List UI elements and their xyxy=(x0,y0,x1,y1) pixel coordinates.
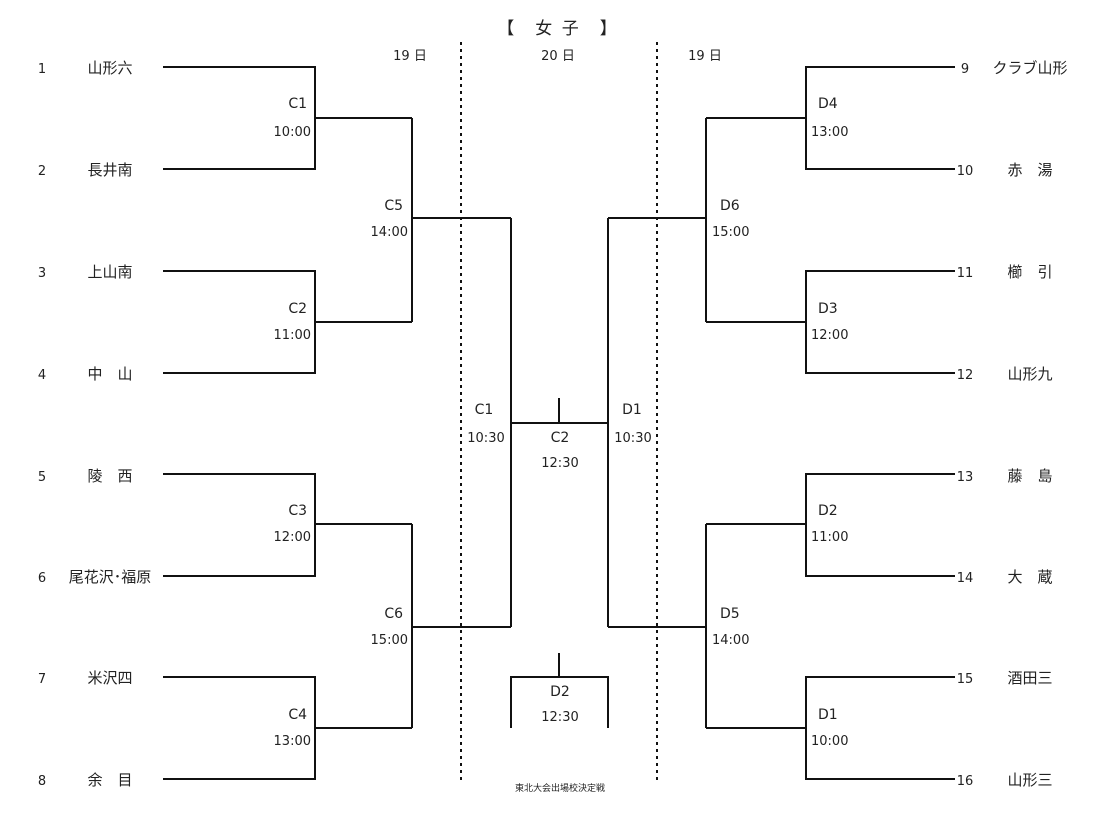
match-code: C1 xyxy=(288,96,307,112)
team-name: クラブ山形 xyxy=(992,59,1067,77)
match-code: D2 xyxy=(550,684,570,700)
bracket-line xyxy=(805,676,955,780)
team-number: 13 xyxy=(957,470,974,485)
team-number: 16 xyxy=(957,774,974,789)
team-name: 大 蔵 xyxy=(1007,568,1052,586)
team-name: 米沢四 xyxy=(87,669,132,687)
match-code: C5 xyxy=(384,198,403,214)
bracket-line xyxy=(163,270,316,374)
match-code: D1 xyxy=(622,402,642,418)
team-number: 4 xyxy=(38,368,46,383)
match-time: 10:00 xyxy=(274,125,311,140)
match-code: D6 xyxy=(720,198,740,214)
match-time: 15:00 xyxy=(371,633,408,648)
match-code: D2 xyxy=(818,503,838,519)
match-time: 11:00 xyxy=(811,530,848,545)
match-code: D5 xyxy=(720,606,740,622)
match-time: 12:00 xyxy=(811,328,848,343)
team-name: 上山南 xyxy=(87,263,132,281)
left-match-labels: C1 10:00 C2 11:00 C3 12:00 C4 13:00 C5 1… xyxy=(274,96,408,749)
bracket-line xyxy=(805,270,955,374)
final-lines xyxy=(510,398,609,728)
team-number: 6 xyxy=(38,571,46,586)
right-bracket-lines xyxy=(607,66,955,780)
team-name: 尾花沢･福原 xyxy=(69,568,152,586)
match-time: 15:00 xyxy=(712,225,749,240)
match-time: 12:00 xyxy=(274,530,311,545)
match-code: C4 xyxy=(288,707,307,723)
day-label-center: 20 日 xyxy=(541,49,575,64)
team-name: 山形六 xyxy=(87,59,132,77)
team-number: 3 xyxy=(38,266,46,281)
team-name: 山形三 xyxy=(1007,771,1052,789)
team-name: 櫛 引 xyxy=(1007,263,1052,281)
bracket-line xyxy=(163,473,316,577)
team-name: 中 山 xyxy=(87,365,132,383)
match-time: 10:30 xyxy=(467,431,504,446)
match-code: D1 xyxy=(818,707,838,723)
team-number: 14 xyxy=(957,571,974,586)
match-code: D4 xyxy=(818,96,838,112)
team-name: 藤 島 xyxy=(1007,467,1052,485)
right-teams: 9 クラブ山形 10 赤 湯 11 櫛 引 12 山形九 13 藤 島 14 大… xyxy=(957,59,1068,789)
team-number: 2 xyxy=(38,164,46,179)
match-code: C2 xyxy=(551,430,570,446)
match-code: C3 xyxy=(288,503,307,519)
match-time: 14:00 xyxy=(712,633,749,648)
match-time: 11:00 xyxy=(274,328,311,343)
match-code: D3 xyxy=(818,301,838,317)
bracket-line xyxy=(163,676,316,780)
left-teams: 1 山形六 2 長井南 3 上山南 4 中 山 5 陵 西 6 尾花沢･福原 7… xyxy=(38,59,151,789)
bracket-line xyxy=(163,66,316,170)
team-number: 15 xyxy=(957,672,974,687)
center-match-labels: C1 10:30 D1 10:30 C2 12:30 D2 12:30 xyxy=(467,402,651,725)
team-number: 10 xyxy=(957,164,974,179)
match-time: 14:00 xyxy=(371,225,408,240)
team-name: 山形九 xyxy=(1007,365,1052,383)
team-name: 酒田三 xyxy=(1007,669,1052,687)
match-time: 12:30 xyxy=(541,456,578,471)
match-time: 13:00 xyxy=(811,125,848,140)
team-name: 長井南 xyxy=(87,161,132,179)
bracket-line xyxy=(805,66,955,170)
right-match-labels: D4 13:00 D3 12:00 D2 11:00 D1 10:00 D6 1… xyxy=(712,96,848,749)
team-number: 12 xyxy=(957,368,974,383)
match-time: 10:30 xyxy=(614,431,651,446)
match-code: C1 xyxy=(475,402,494,418)
bracket-line xyxy=(805,473,955,577)
match-time: 12:30 xyxy=(541,710,578,725)
team-name: 陵 西 xyxy=(87,467,132,485)
day-label-left: 19 日 xyxy=(393,49,427,64)
match-code: C2 xyxy=(288,301,307,317)
left-bracket-lines xyxy=(163,66,512,780)
team-number: 1 xyxy=(38,62,46,77)
team-number: 8 xyxy=(38,774,46,789)
match-code: C6 xyxy=(384,606,403,622)
team-number: 9 xyxy=(961,62,969,77)
match-time: 10:00 xyxy=(811,734,848,749)
bracket-title: 【 女 子 】 xyxy=(497,19,618,39)
team-name: 赤 湯 xyxy=(1007,161,1052,179)
team-number: 7 xyxy=(38,672,46,687)
day-label-right: 19 日 xyxy=(688,49,722,64)
qualifier-note: 東北大会出場校決定戦 xyxy=(515,782,605,794)
team-number: 5 xyxy=(38,470,46,485)
team-number: 11 xyxy=(957,266,974,281)
team-name: 余 目 xyxy=(87,771,132,789)
match-time: 13:00 xyxy=(274,734,311,749)
